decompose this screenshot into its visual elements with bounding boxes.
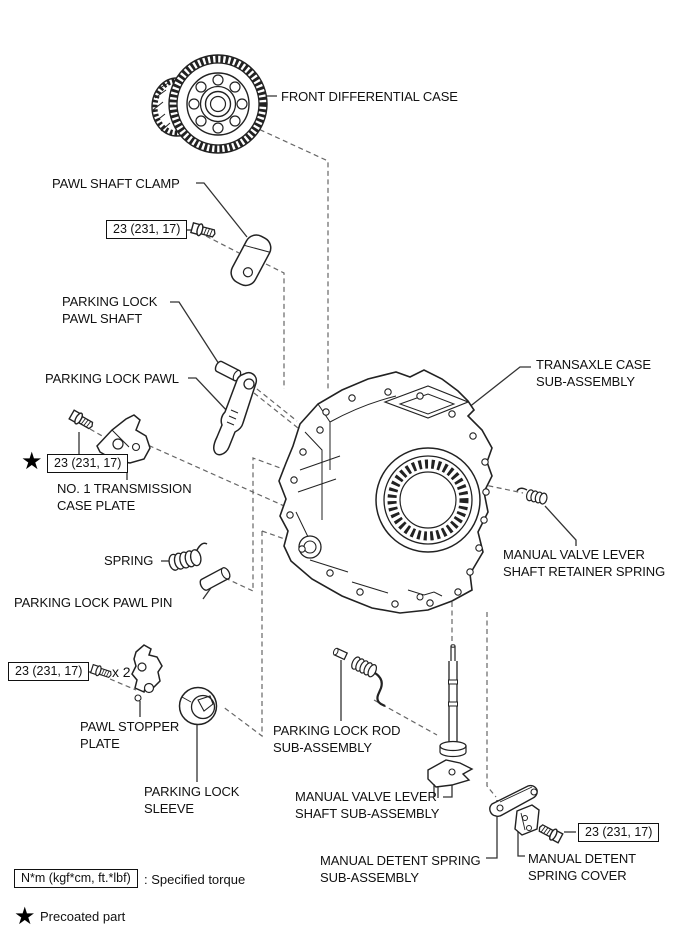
label-spring: SPRING [104, 553, 154, 568]
label-manual-valve-lever-shaft: MANUAL VALVE LEVER SHAFT SUB-ASSEMBLY [295, 789, 440, 821]
retainer-spring-drawing [516, 487, 548, 505]
label-parking-lock-sleeve: PARKING LOCK SLEEVE [144, 784, 240, 816]
detent-cover-bolt [536, 821, 564, 845]
label-manual-detent-spring-cover: MANUAL DETENT SPRING COVER [528, 851, 637, 883]
case-plate-bolt [67, 408, 96, 433]
parking-lock-rod-drawing [332, 647, 386, 707]
torque-unit-box: N*m (kgf*cm, ft.*lbf) [14, 869, 138, 888]
precoated-star-marker: ★ [21, 448, 43, 475]
parking-lock-pawl-drawing [213, 371, 258, 456]
manual-valve-lever-shaft-drawing [427, 644, 474, 798]
label-manual-detent-spring: MANUAL DETENT SPRING SUB-ASSEMBLY [320, 853, 481, 885]
pawl-stopper-plate-drawing [131, 644, 163, 702]
label-parking-lock-pawl-shaft: PARKING LOCK PAWL SHAFT [62, 294, 158, 326]
label-retainer-spring: MANUAL VALVE LEVER SHAFT RETAINER SPRING [503, 547, 666, 579]
front-differential-case-drawing [151, 54, 268, 154]
torque-spec-box-clamp: 23 (231, 17) [106, 220, 188, 239]
parking-lock-pawl-pin-drawing [199, 567, 231, 591]
pawl-shaft-clamp-bolt [189, 221, 218, 241]
manual-detent-spring-cover-drawing [514, 804, 540, 836]
label-transaxle-case: TRANSAXLE CASE SUB-ASSEMBLY [536, 357, 651, 389]
label-front-differential-case: FRONT DIFFERENTIAL CASE [281, 89, 458, 104]
parking-lock-sleeve-drawing [178, 686, 218, 726]
label-parking-lock-pawl-pin: PARKING LOCK PAWL PIN [14, 595, 173, 610]
torque-spec-box-stopper-plate: 23 (231, 17) [8, 662, 90, 681]
precoated-legend-text: Precoated part [40, 909, 126, 924]
torque-legend-description: : Specified torque [144, 872, 246, 887]
pawl-shaft-clamp-drawing [230, 234, 272, 287]
label-pawl-stopper-plate: PAWL STOPPER PLATE [80, 719, 180, 751]
no1-transmission-case-plate-drawing [96, 414, 151, 464]
label-no1-transmission-case-plate: NO. 1 TRANSMISSION CASE PLATE [57, 481, 192, 513]
torque-spec-box-cover: 23 (231, 17) [578, 823, 660, 842]
bolt-multiplier: x 2 [112, 664, 131, 680]
transaxle-case-drawing [278, 369, 493, 614]
precoated-star-legend-icon: ★ [14, 903, 36, 930]
label-parking-lock-pawl: PARKING LOCK PAWL [45, 371, 179, 386]
parking-lock-pawl-shaft-drawing [214, 360, 242, 382]
manual-detent-spring-drawing [489, 784, 538, 817]
spring-drawing [168, 542, 208, 571]
label-pawl-shaft-clamp: PAWL SHAFT CLAMP [52, 176, 180, 191]
label-parking-lock-rod: PARKING LOCK ROD SUB-ASSEMBLY [273, 723, 401, 755]
stopper-plate-bolt [89, 663, 114, 681]
torque-spec-box-case-plate: 23 (231, 17) [47, 454, 129, 473]
